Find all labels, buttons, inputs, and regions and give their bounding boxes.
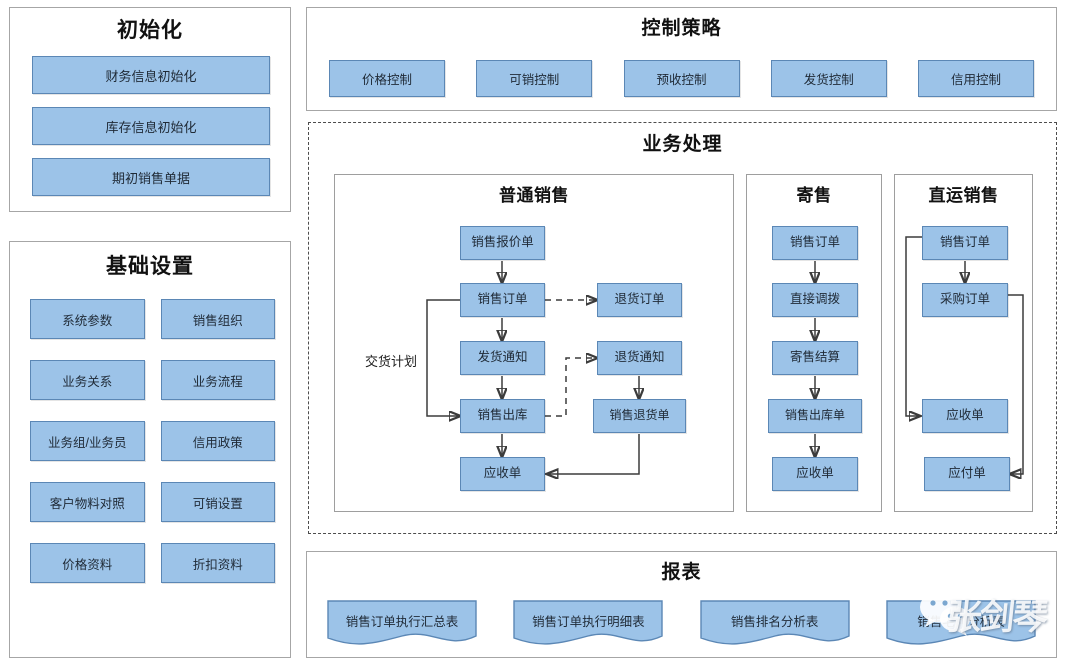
subpanel-consignment-title: 寄售 (796, 186, 832, 205)
panel-initialization-title: 初始化 (117, 19, 183, 42)
basic-item-sales-group[interactable]: 业务组/业务员 (30, 421, 145, 461)
report-item-ranking-analysis[interactable]: 销售排名分析表 (699, 600, 850, 650)
init-item-financial[interactable]: 财务信息初始化 (32, 56, 270, 94)
panel-initialization: 初始化 财务信息初始化 库存信息初始化 期初销售单据 (9, 7, 291, 212)
reports-row: 销售订单执行汇总表 销售订单执行明细表 销售排名分析表 销售毛利分析表 (327, 600, 1036, 650)
node-return-order[interactable]: 退货订单 (597, 283, 682, 317)
direct-node-payable[interactable]: 应付单 (924, 457, 1010, 491)
consign-node-stock-out-bill[interactable]: 销售出库单 (768, 399, 862, 433)
basic-item-customer-material[interactable]: 客户物料对照 (30, 482, 145, 522)
report-item-order-summary[interactable]: 销售订单执行汇总表 (327, 600, 477, 650)
init-item-opening-sales[interactable]: 期初销售单据 (32, 158, 270, 196)
report-item-order-detail[interactable]: 销售订单执行明细表 (513, 600, 664, 650)
init-item-inventory[interactable]: 库存信息初始化 (32, 107, 270, 145)
document-shape-icon (513, 600, 664, 645)
basic-settings-grid: 系统参数 销售组织 业务关系 业务流程 业务组/业务员 信用政策 客户物料对照 … (30, 299, 275, 583)
direct-node-sales-order[interactable]: 销售订单 (922, 226, 1008, 260)
panel-control-strategy-title: 控制策略 (641, 18, 722, 39)
document-shape-icon (699, 600, 850, 645)
delivery-plan-label: 交货计划 (365, 354, 418, 369)
basic-item-credit-policy[interactable]: 信用政策 (160, 421, 275, 461)
document-shape-icon (327, 600, 477, 645)
consign-node-settlement[interactable]: 寄售结算 (772, 341, 858, 375)
subpanel-direct-sales: 直运销售 销售订单 采购订单 应收单 应付单 (894, 174, 1033, 512)
basic-item-sales-org[interactable]: 销售组织 (160, 299, 275, 339)
basic-item-business-flow[interactable]: 业务流程 (160, 360, 275, 400)
control-item-prepayment[interactable]: 预收控制 (623, 60, 740, 97)
direct-node-purchase-order[interactable]: 采购订单 (922, 283, 1008, 317)
node-receivable[interactable]: 应收单 (460, 457, 545, 491)
initialization-item-list: 财务信息初始化 库存信息初始化 期初销售单据 (32, 56, 270, 209)
panel-reports: 报表 销售订单执行汇总表 销售订单执行明细表 销售排名分析表 (306, 551, 1057, 658)
subpanel-consignment: 寄售 销售订单 直接调拨 寄售结算 销售出库单 应收单 (746, 174, 882, 512)
node-shipping-notice[interactable]: 发货通知 (460, 341, 545, 375)
report-label: 销售排名分析表 (730, 615, 819, 629)
consign-node-receivable[interactable]: 应收单 (772, 457, 858, 491)
control-strategy-row: 价格控制 可销控制 预收控制 发货控制 信用控制 (329, 60, 1034, 97)
panel-control-strategy: 控制策略 价格控制 可销控制 预收控制 发货控制 信用控制 (306, 7, 1057, 111)
node-sales-order[interactable]: 销售订单 (460, 283, 545, 317)
subpanel-normal-sales: 普通销售 (334, 174, 734, 512)
node-return-notice[interactable]: 退货通知 (597, 341, 682, 375)
panel-reports-title: 报表 (661, 562, 702, 583)
basic-item-discount-data[interactable]: 折扣资料 (160, 543, 275, 583)
node-sales-quotation[interactable]: 销售报价单 (460, 226, 545, 260)
basic-item-system-params[interactable]: 系统参数 (30, 299, 145, 339)
control-item-credit[interactable]: 信用控制 (918, 60, 1034, 97)
direct-node-receivable[interactable]: 应收单 (922, 399, 1008, 433)
panel-basic-settings: 基础设置 系统参数 销售组织 业务关系 业务流程 业务组/业务员 信用政策 客户… (9, 241, 291, 658)
consign-node-sales-order[interactable]: 销售订单 (772, 226, 858, 260)
report-label: 销售毛利分析表 (917, 615, 1005, 629)
control-item-sellable[interactable]: 可销控制 (476, 60, 593, 97)
panel-business-processing-title: 业务处理 (642, 134, 723, 155)
node-sales-stock-out[interactable]: 销售出库 (460, 399, 545, 433)
subpanel-normal-sales-title: 普通销售 (499, 186, 569, 205)
control-item-price[interactable]: 价格控制 (329, 60, 445, 97)
report-label: 销售订单执行明细表 (532, 615, 645, 629)
basic-item-sellable-setting[interactable]: 可销设置 (160, 482, 275, 522)
control-item-delivery[interactable]: 发货控制 (770, 60, 887, 97)
panel-business-processing: 业务处理 普通销售 (308, 122, 1057, 534)
consign-node-direct-transfer[interactable]: 直接调拨 (772, 283, 858, 317)
report-item-margin-analysis[interactable]: 销售毛利分析表 (886, 600, 1036, 650)
basic-item-price-data[interactable]: 价格资料 (30, 543, 145, 583)
report-label: 销售订单执行汇总表 (345, 615, 459, 629)
subpanel-direct-sales-title: 直运销售 (928, 186, 999, 205)
panel-basic-settings-title: 基础设置 (106, 255, 194, 278)
basic-item-business-relation[interactable]: 业务关系 (30, 360, 145, 400)
node-sales-return-bill[interactable]: 销售退货单 (593, 399, 686, 433)
